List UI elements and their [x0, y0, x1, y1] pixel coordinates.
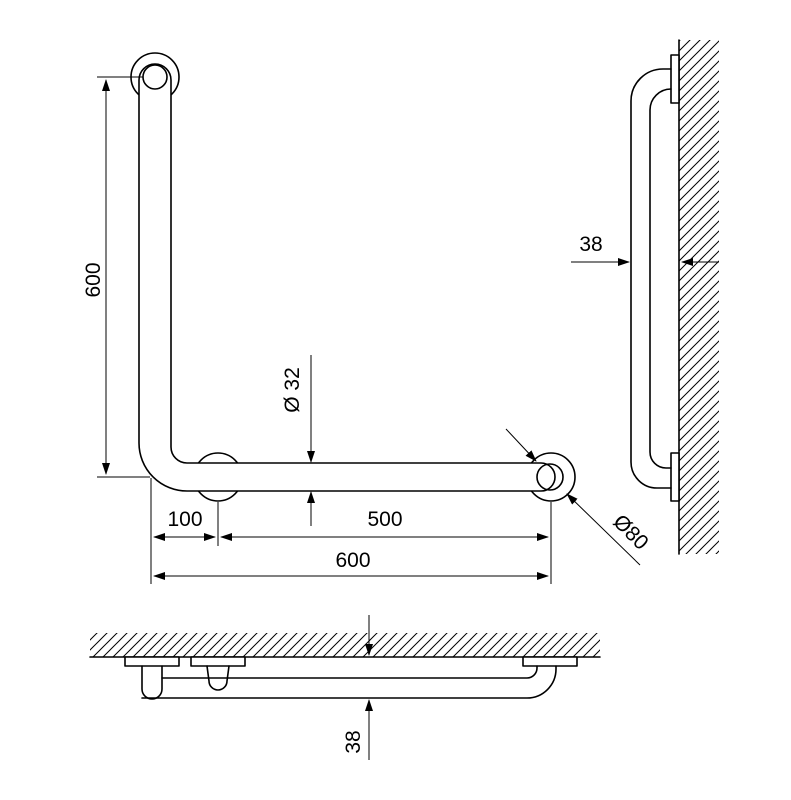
side-view: 38	[571, 39, 719, 555]
side-tube	[630, 68, 672, 489]
top-right-flange	[522, 656, 578, 667]
offset-label: 100	[167, 508, 202, 531]
height-label: 600	[82, 262, 105, 297]
right-tube-end	[536, 463, 564, 491]
top-middle-nub	[206, 665, 230, 691]
side-bottom-flange	[670, 452, 680, 502]
flange-diameter-label: Ø80	[608, 510, 652, 554]
top-middle-flange	[190, 656, 246, 667]
side-wall	[679, 40, 719, 554]
front-view: 600 Ø 32 100 500 600 Ø80	[82, 52, 653, 584]
top-wall	[90, 633, 600, 657]
top-left-flange	[124, 656, 180, 667]
top-wall-distance-label: 38	[342, 730, 365, 753]
span-label: 500	[367, 508, 402, 531]
top-left-stub	[141, 665, 163, 700]
tube-diameter-label: Ø 32	[281, 367, 304, 413]
l-shaped-tube	[138, 63, 556, 492]
top-tube	[141, 665, 557, 699]
side-wall-distance-label: 38	[579, 233, 602, 256]
side-top-flange	[670, 54, 680, 104]
top-view: 38	[89, 615, 601, 760]
width-label: 600	[335, 549, 370, 572]
